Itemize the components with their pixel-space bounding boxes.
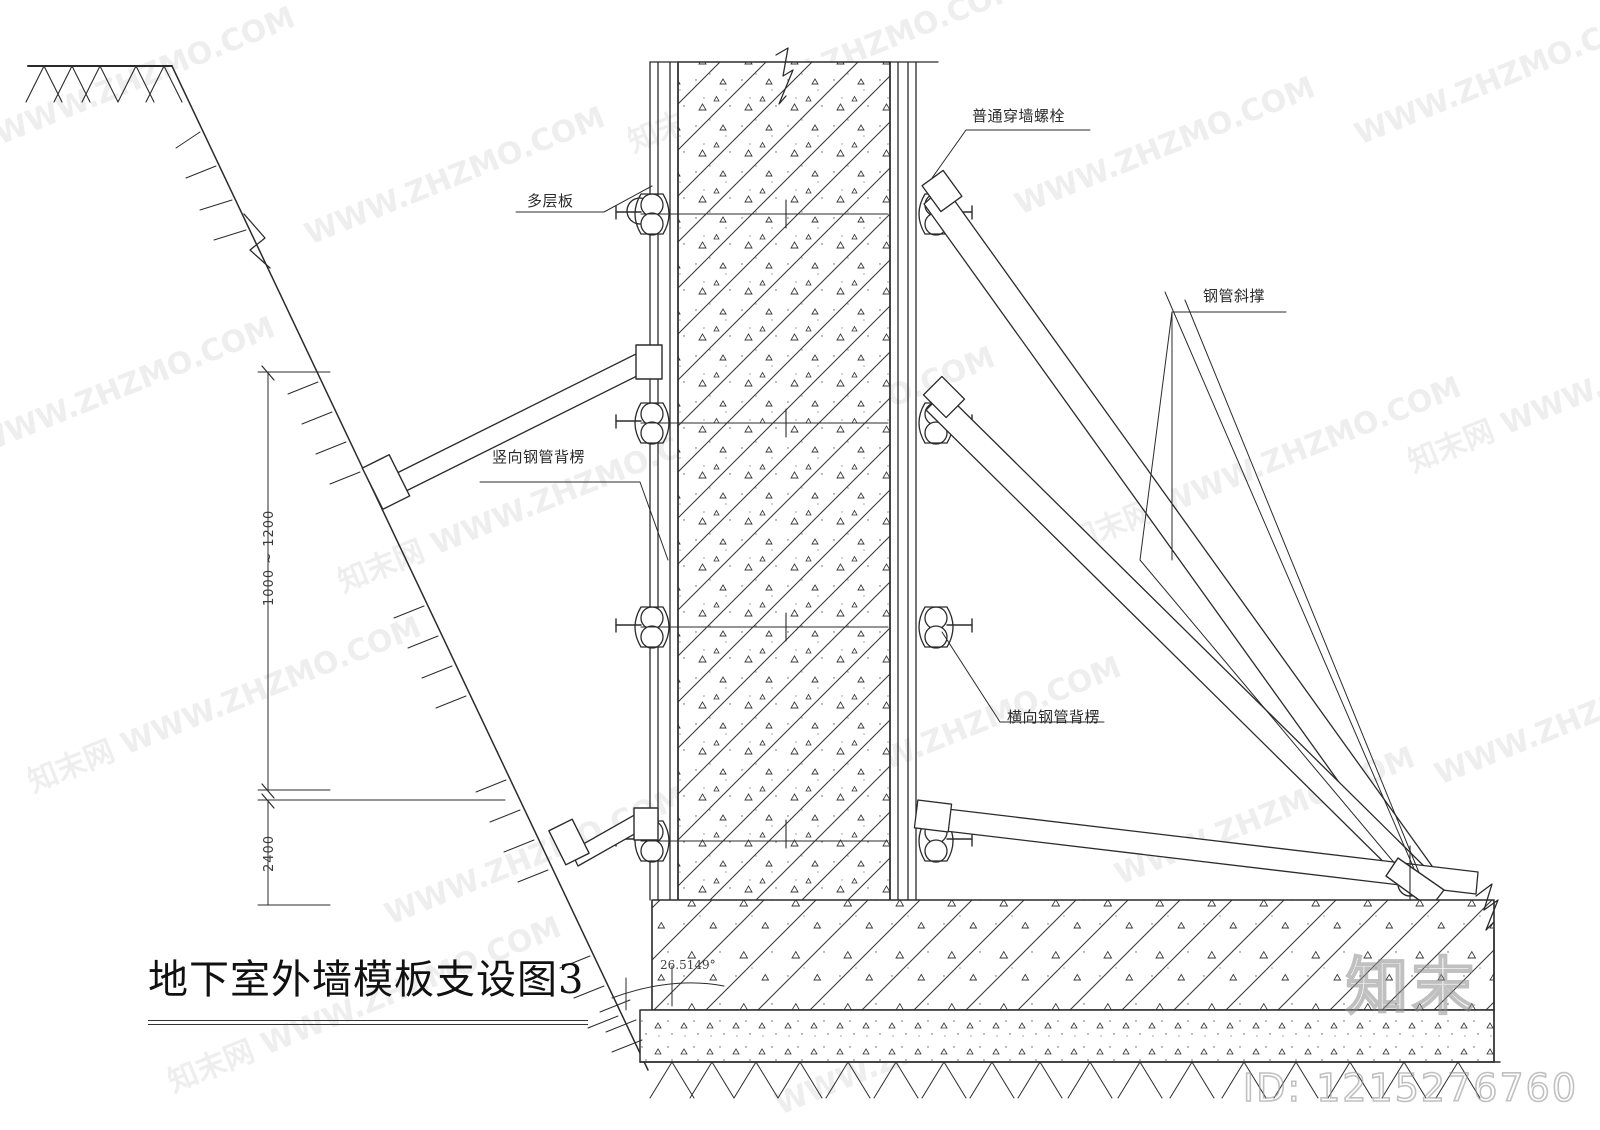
diagonal-brace-right-3 — [913, 799, 1479, 895]
formwork-panel-right — [889, 61, 917, 903]
diagonal-brace-left-lower — [548, 807, 659, 867]
title-underline — [148, 1020, 588, 1021]
diagonal-brace-right-2 — [922, 375, 1431, 891]
earth-hatch-left-toe — [599, 999, 643, 1053]
label-vertical-waler: 竖向钢管背楞 — [492, 448, 586, 466]
concrete-wall — [677, 61, 891, 903]
label-horizontal-waler: 横向钢管背楞 — [1007, 708, 1101, 726]
angle-leader — [611, 965, 725, 1011]
angle-note: 26.5149° — [660, 958, 716, 972]
brace-base-plate — [1385, 845, 1445, 909]
ground-surface — [25, 65, 183, 103]
earth-hatch-below-footing — [639, 1061, 1501, 1099]
title-block: 地下室外墙模板支设图3 — [148, 960, 588, 1025]
label-through-wall-bolt: 普通穿墙螺栓 — [972, 107, 1066, 125]
page-title: 地下室外墙模板支设图3 — [148, 957, 585, 1003]
label-multilayer-board: 多层板 — [527, 192, 574, 210]
dimension-base-height: 2400 — [262, 834, 277, 872]
tie-bolt-assembly-left-3 — [615, 606, 889, 649]
tie-bolt-assembly-left-2 — [615, 402, 889, 445]
brace-guide-lines — [1139, 291, 1423, 885]
title-underline-2 — [148, 1024, 588, 1025]
diagonal-brace-left-upper — [361, 344, 663, 510]
footing-slab — [639, 883, 1499, 1063]
dimension-lines — [257, 365, 506, 906]
leader-lines — [479, 129, 1287, 723]
tie-bolt-assembly-right-3 — [918, 606, 973, 649]
label-steel-pipe-brace: 钢管斜撑 — [1203, 287, 1266, 305]
diagonal-brace-right-1 — [921, 169, 1433, 885]
tie-bolt-assembly-left-1 — [615, 193, 889, 236]
dimension-waler-spacing: 1000 ~ 1200 — [262, 509, 277, 606]
excavation-slope — [171, 65, 649, 1071]
